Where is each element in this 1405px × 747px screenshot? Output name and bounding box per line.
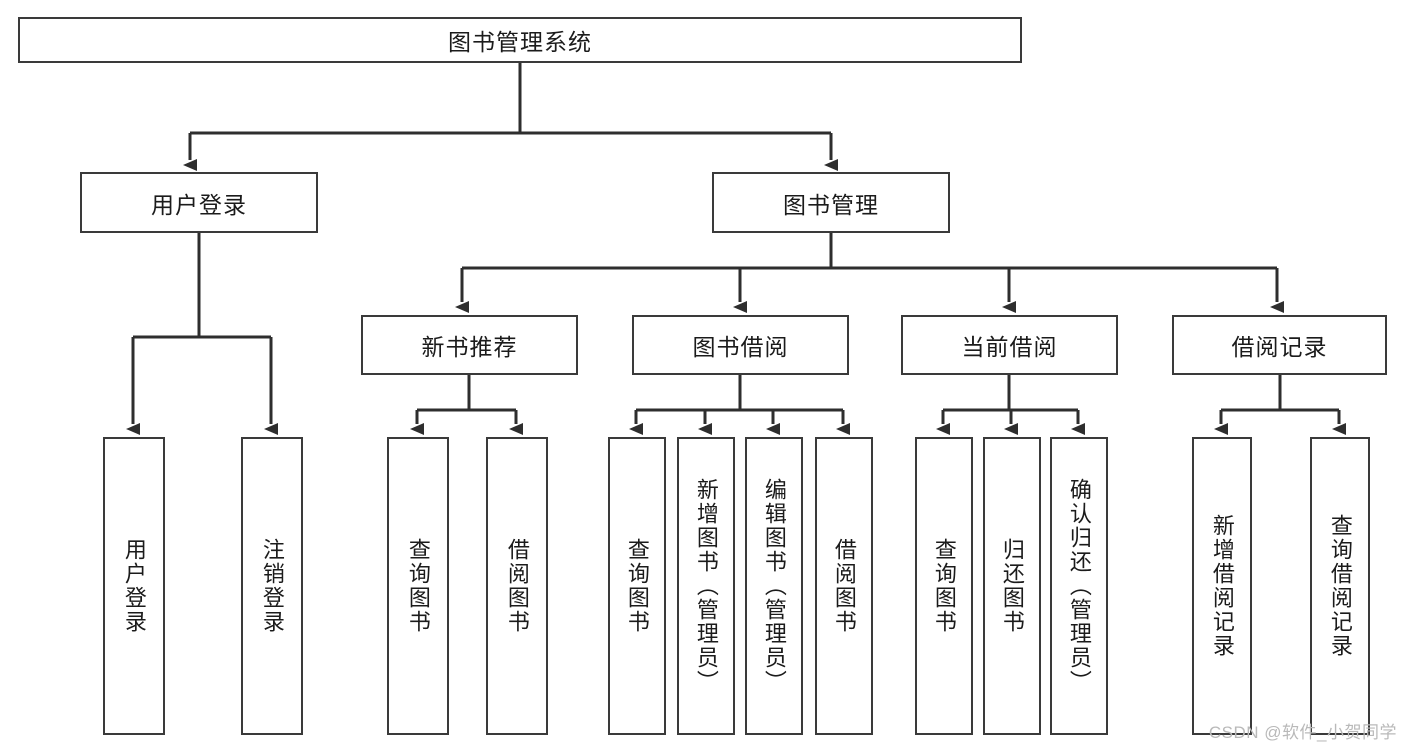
leaf-records-query-record-label: 查询借阅记录 — [1327, 514, 1353, 658]
leaf-recommend-query-book-label: 查询图书 — [405, 538, 431, 634]
leaf-borrow-borrow-book-label: 借阅图书 — [831, 538, 857, 634]
leaf-current-confirm-return-label: 确认归还（管理员） — [1066, 478, 1092, 694]
node-current-borrow[interactable]: 当前借阅 — [901, 315, 1118, 375]
leaf-borrow-add-book[interactable]: 新增图书（管理员） — [677, 437, 735, 735]
node-book-borrow-label: 图书借阅 — [692, 334, 789, 360]
leaf-borrow-add-book-label: 新增图书（管理员） — [693, 478, 719, 694]
leaf-borrow-edit-book[interactable]: 编辑图书（管理员） — [745, 437, 803, 735]
leaf-records-add-record-label: 新增借阅记录 — [1209, 514, 1235, 658]
leaf-user-login[interactable]: 用户登录 — [103, 437, 165, 735]
node-root-label: 图书管理系统 — [448, 29, 592, 55]
node-new-book-recommend-label: 新书推荐 — [421, 334, 518, 360]
leaf-borrow-query-book[interactable]: 查询图书 — [608, 437, 666, 735]
node-current-borrow-label: 当前借阅 — [961, 334, 1058, 360]
leaf-borrow-query-book-label: 查询图书 — [624, 538, 650, 634]
leaf-user-logout[interactable]: 注销登录 — [241, 437, 303, 735]
node-book-management-label: 图书管理 — [783, 191, 879, 218]
node-book-management[interactable]: 图书管理 — [712, 172, 950, 233]
leaf-recommend-query-book[interactable]: 查询图书 — [387, 437, 449, 735]
leaf-current-query-book-label: 查询图书 — [931, 538, 957, 634]
leaf-recommend-borrow-book[interactable]: 借阅图书 — [486, 437, 548, 735]
leaf-user-logout-label: 注销登录 — [259, 538, 285, 634]
node-borrow-records-label: 借阅记录 — [1231, 334, 1328, 360]
leaf-current-return-book-label: 归还图书 — [999, 538, 1025, 634]
leaf-current-return-book[interactable]: 归还图书 — [983, 437, 1041, 735]
node-root[interactable]: 图书管理系统 — [18, 17, 1022, 63]
leaf-current-confirm-return[interactable]: 确认归还（管理员） — [1050, 437, 1108, 735]
node-user-login[interactable]: 用户登录 — [80, 172, 318, 233]
leaf-borrow-edit-book-label: 编辑图书（管理员） — [761, 478, 787, 694]
node-book-borrow[interactable]: 图书借阅 — [632, 315, 849, 375]
leaf-records-query-record[interactable]: 查询借阅记录 — [1310, 437, 1370, 735]
node-borrow-records[interactable]: 借阅记录 — [1172, 315, 1387, 375]
leaf-recommend-borrow-book-label: 借阅图书 — [504, 538, 530, 634]
csdn-watermark: CSDN @软件_小贺同学 — [1208, 723, 1397, 742]
leaf-borrow-borrow-book[interactable]: 借阅图书 — [815, 437, 873, 735]
node-new-book-recommend[interactable]: 新书推荐 — [361, 315, 578, 375]
leaf-current-query-book[interactable]: 查询图书 — [915, 437, 973, 735]
node-user-login-label: 用户登录 — [151, 191, 247, 218]
leaf-records-add-record[interactable]: 新增借阅记录 — [1192, 437, 1252, 735]
leaf-user-login-label: 用户登录 — [121, 538, 147, 634]
